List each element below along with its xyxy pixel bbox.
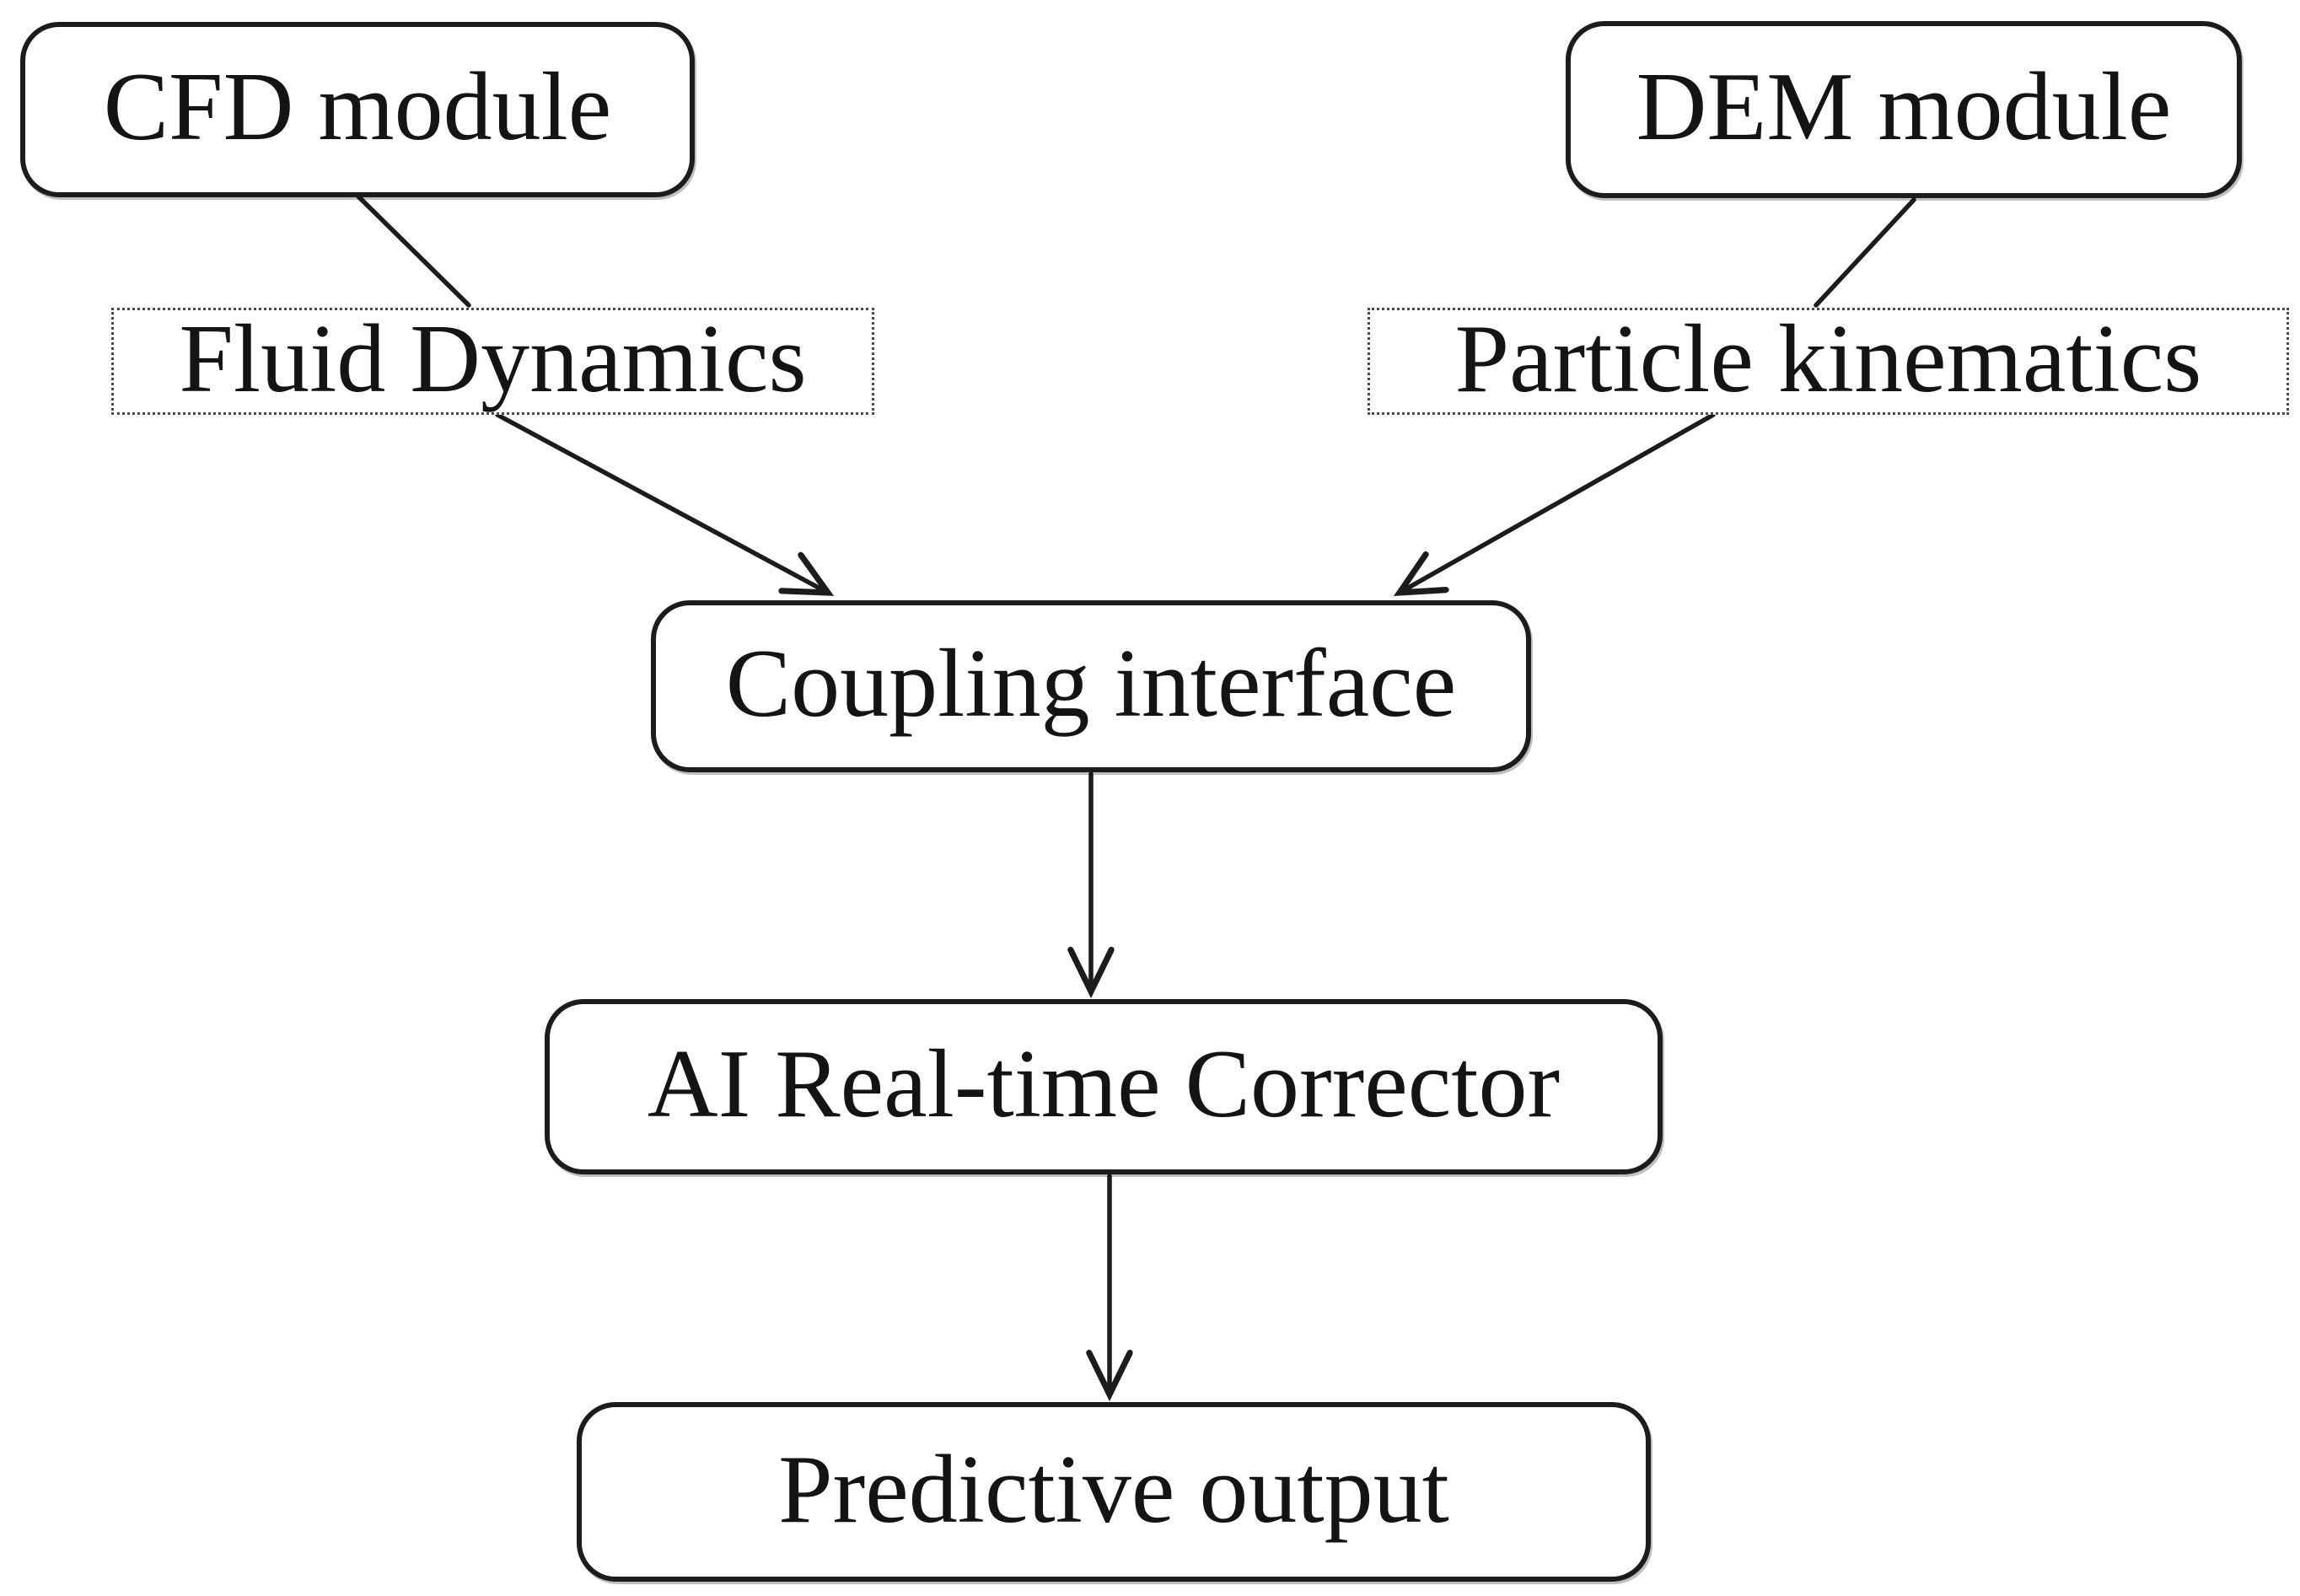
- node-fluid-dynamics: Fluid Dynamics: [111, 308, 874, 415]
- edge-dem-to-particle-kinematics: [1814, 197, 1916, 308]
- node-particle-kinematics: Particle kinematics: [1368, 308, 2289, 415]
- node-ai-realtime-corrector-label: AI Real-time Corrector: [647, 1030, 1561, 1138]
- edge-fluid-dynamics-to-coupling-interface: [495, 412, 828, 593]
- node-cfd-module: CFD module: [20, 22, 695, 197]
- edge-particle-kinematics-to-coupling-interface: [1400, 412, 1716, 593]
- node-particle-kinematics-label: Particle kinematics: [1454, 304, 2202, 413]
- node-ai-realtime-corrector: AI Real-time Corrector: [545, 999, 1663, 1174]
- node-cfd-module-label: CFD module: [103, 53, 612, 161]
- node-dem-module-label: DEM module: [1636, 53, 2172, 161]
- node-fluid-dynamics-label: Fluid Dynamics: [179, 304, 807, 413]
- node-predictive-output-label: Predictive output: [778, 1435, 1449, 1544]
- node-predictive-output: Predictive output: [577, 1402, 1651, 1582]
- edge-cfd-to-fluid-dynamics: [356, 194, 471, 308]
- node-coupling-interface: Coupling interface: [651, 600, 1531, 772]
- node-coupling-interface-label: Coupling interface: [725, 630, 1457, 738]
- node-dem-module: DEM module: [1566, 21, 2242, 198]
